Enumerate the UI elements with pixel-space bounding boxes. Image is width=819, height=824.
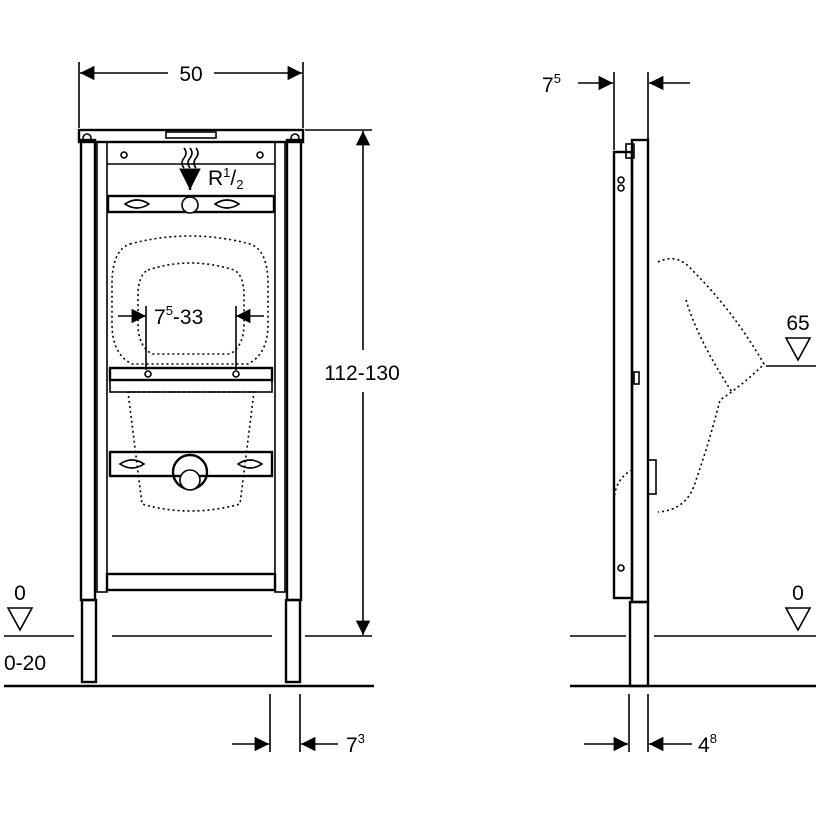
height-marker-65: 65 (766, 312, 816, 367)
depth-label: 75 (542, 71, 561, 97)
foot-dimension-front: 73 (232, 694, 365, 757)
floor-level-label-front: 0 (14, 582, 26, 605)
height-label: 112-130 (324, 362, 400, 385)
foot-label-side: 48 (698, 731, 717, 757)
foot-label-front: 73 (346, 731, 365, 757)
urinal-outline-front (111, 235, 269, 512)
floor-level-marker-side: 0 (784, 582, 812, 632)
floor-range-label: 0-20 (4, 652, 46, 675)
front-view: 50 (4, 62, 400, 757)
inner-range-label: 75-33 (154, 303, 203, 329)
width-label: 50 (179, 63, 202, 86)
frame (77, 128, 305, 684)
depth-dimension: 75 (542, 71, 690, 150)
urinal-outline-side (613, 257, 765, 520)
floor-level-marker-front: 0 0-20 (4, 582, 46, 675)
side-view: 75 65 (542, 71, 816, 757)
foot-dimension-side: 48 (584, 694, 717, 757)
side-frame (612, 138, 657, 688)
width-dimension: 50 (78, 62, 304, 128)
height-marker-label: 65 (786, 312, 809, 335)
inner-range-dimension: 75-33 (118, 303, 264, 370)
connection-label: R1/2 (208, 165, 243, 192)
floor-level-label-side: 0 (792, 582, 804, 605)
water-inlet-icon (179, 147, 201, 190)
height-dimension: 112-130 (305, 129, 400, 637)
